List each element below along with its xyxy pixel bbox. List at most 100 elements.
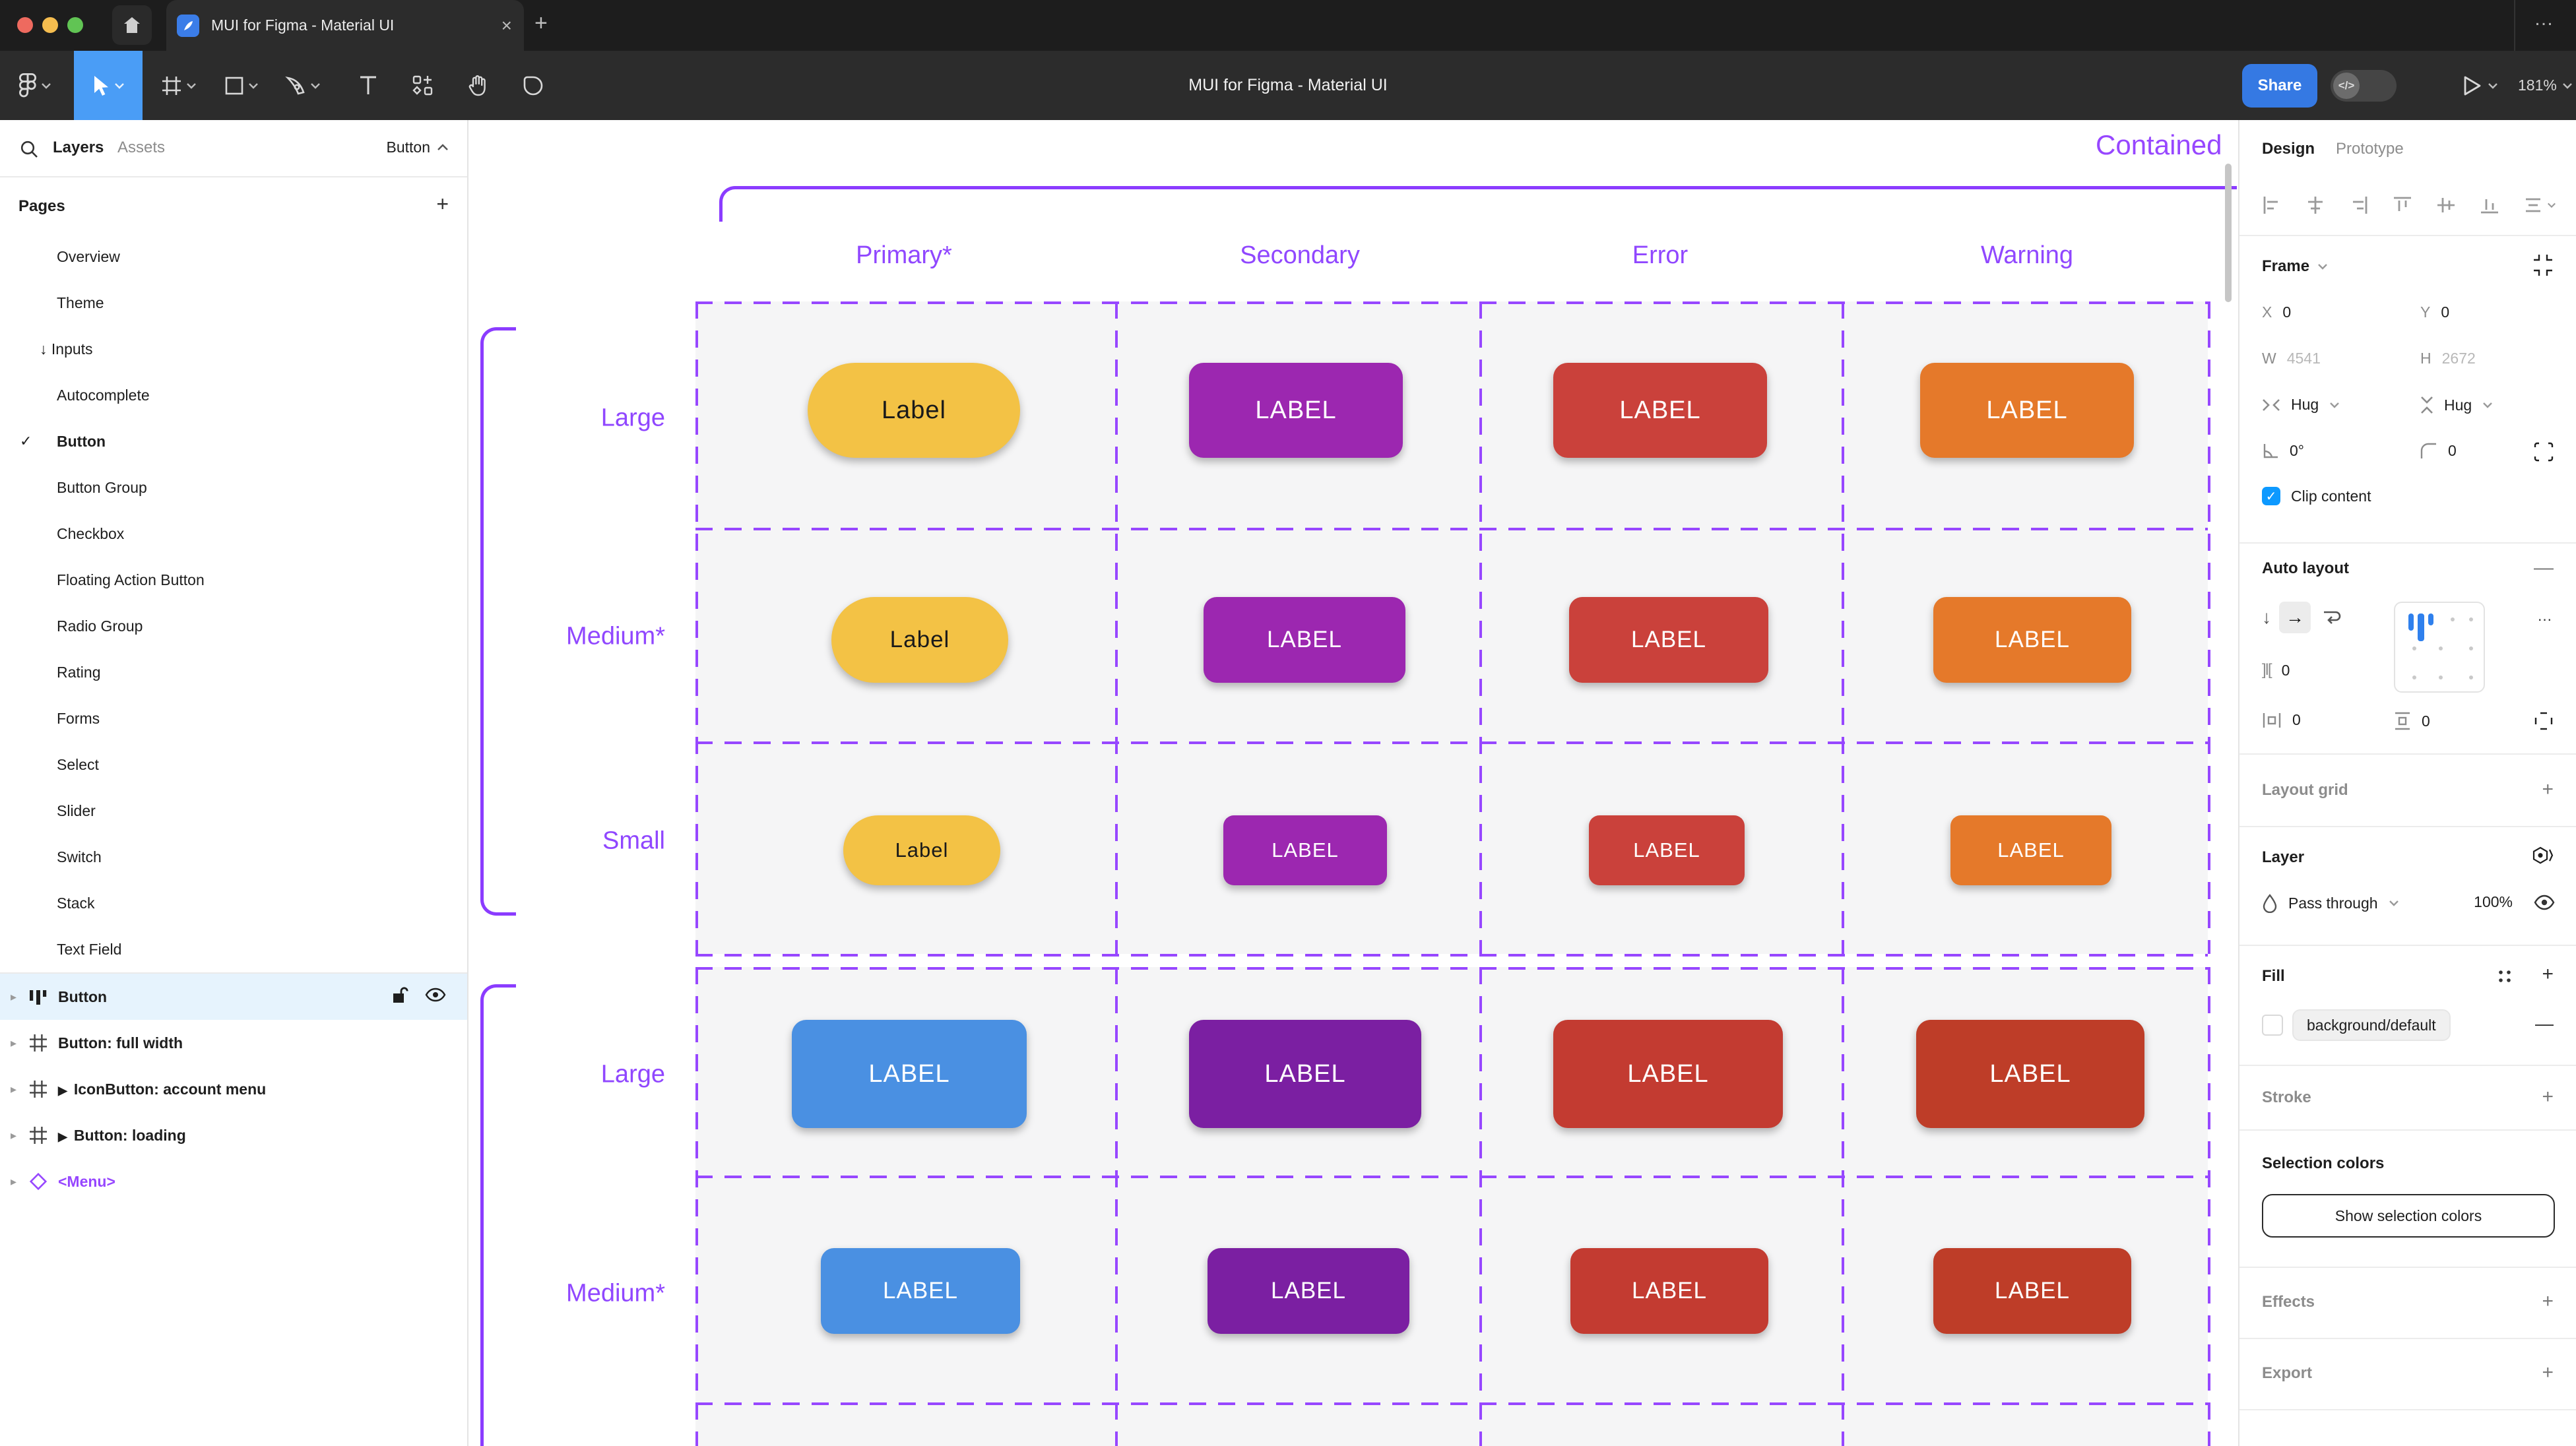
fill-style-chip[interactable]: background/default	[2292, 1009, 2451, 1041]
collapse-frame-icon[interactable]	[2532, 255, 2554, 276]
apply-variable-icon[interactable]	[2531, 846, 2554, 867]
sidebar-page-item[interactable]: Theme	[0, 280, 467, 326]
remove-auto-layout-button[interactable]: —	[2534, 557, 2554, 579]
sidebar-page-item[interactable]: Rating	[0, 649, 467, 695]
frame-w-field[interactable]: W 4541	[2262, 350, 2321, 367]
align-vertical-center-icon[interactable]	[2436, 195, 2456, 215]
remove-fill-button[interactable]: —	[2535, 1013, 2554, 1034]
align-top-icon[interactable]	[2393, 195, 2412, 215]
comment-tool-button[interactable]	[523, 51, 544, 120]
traffic-close-button[interactable]	[17, 17, 33, 33]
add-fill-button[interactable]: +	[2542, 963, 2554, 986]
show-selection-colors-button[interactable]: Show selection colors	[2262, 1194, 2555, 1238]
layer-row[interactable]: ▸<Menu>	[0, 1158, 467, 1205]
document-tab[interactable]: MUI for Figma - Material UI ×	[166, 0, 524, 51]
mui-button-small[interactable]: LABEL	[1950, 815, 2111, 885]
fill-row[interactable]: background/default	[2262, 1009, 2451, 1041]
mui-button-medium[interactable]: LABEL	[1570, 1248, 1768, 1334]
main-menu-button[interactable]	[18, 51, 51, 120]
expand-chevron-icon[interactable]: ▸	[11, 1036, 16, 1050]
mui-button-large[interactable]: LABEL	[1553, 363, 1767, 458]
hug-width-dropdown[interactable]: Hug	[2262, 396, 2340, 414]
hand-tool-button[interactable]	[467, 51, 488, 120]
vertical-padding-field[interactable]: 0	[2394, 711, 2430, 731]
tab-layers[interactable]: Layers	[53, 139, 104, 157]
blend-mode-dropdown[interactable]: Pass through	[2262, 893, 2399, 913]
mui-button-small[interactable]: Label	[843, 815, 1000, 885]
expand-chevron-icon[interactable]: ▸	[11, 1083, 16, 1096]
home-button[interactable]	[112, 5, 152, 45]
visible-icon[interactable]	[425, 988, 446, 1006]
add-export-button[interactable]: +	[2542, 1362, 2554, 1384]
frame-title[interactable]: Contained	[2096, 129, 2222, 161]
sidebar-page-item[interactable]: Button Group	[0, 464, 467, 511]
sidebar-page-item[interactable]: Text Field	[0, 926, 467, 972]
sidebar-page-item[interactable]: Floating Action Button	[0, 557, 467, 603]
sidebar-page-item[interactable]: Radio Group	[0, 603, 467, 649]
layer-row[interactable]: ▸Button	[0, 974, 467, 1020]
sidebar-page-item[interactable]: Forms	[0, 695, 467, 741]
share-button[interactable]: Share	[2242, 64, 2317, 108]
tab-close-icon[interactable]: ×	[501, 15, 512, 36]
sidebar-page-item[interactable]: Overview	[0, 234, 467, 280]
expand-chevron-icon[interactable]: ▸	[11, 1129, 16, 1143]
layer-row[interactable]: ▸Button: full width	[0, 1020, 467, 1066]
add-page-button[interactable]: +	[436, 192, 449, 216]
sidebar-page-item[interactable]: ↓ Inputs	[0, 326, 467, 372]
mui-button-small[interactable]: LABEL	[1223, 815, 1387, 885]
add-stroke-button[interactable]: +	[2542, 1086, 2554, 1108]
text-tool-button[interactable]	[359, 51, 377, 120]
independent-padding-icon[interactable]	[2534, 711, 2554, 731]
sidebar-page-item[interactable]: Checkbox	[0, 511, 467, 557]
frame-h-field[interactable]: H 2672	[2420, 350, 2476, 367]
canvas[interactable]: ContainedPrimary*SecondaryErrorWarningLa…	[468, 120, 2238, 1446]
layer-row[interactable]: ▸▶IconButton: account menu	[0, 1066, 467, 1112]
hug-height-dropdown[interactable]: Hug	[2420, 396, 2493, 414]
mui-button-medium[interactable]: LABEL	[1933, 1248, 2131, 1334]
mui-button-medium[interactable]: Label	[831, 597, 1008, 683]
unlock-icon[interactable]	[391, 986, 409, 1008]
align-left-icon[interactable]	[2262, 195, 2282, 215]
frame-y-field[interactable]: Y 0	[2420, 303, 2449, 321]
independent-corners-icon[interactable]	[2534, 442, 2554, 462]
sidebar-page-item[interactable]: Autocomplete	[0, 372, 467, 418]
traffic-zoom-button[interactable]	[67, 17, 83, 33]
sidebar-page-item[interactable]: Slider	[0, 788, 467, 834]
mui-button-small[interactable]: LABEL	[1589, 815, 1745, 885]
mui-button-medium[interactable]: LABEL	[1204, 597, 1405, 683]
corner-radius-field[interactable]: 0	[2420, 442, 2457, 460]
mui-button-medium[interactable]: LABEL	[821, 1248, 1020, 1334]
horizontal-padding-field[interactable]: 0	[2262, 711, 2301, 729]
add-effect-button[interactable]: +	[2542, 1290, 2554, 1313]
layer-row[interactable]: ▸▶Button: loading	[0, 1112, 467, 1158]
distribute-menu[interactable]	[2523, 195, 2556, 215]
sidebar-page-item[interactable]: Select	[0, 741, 467, 788]
eye-icon[interactable]	[2534, 895, 2555, 910]
mui-button-medium[interactable]: LABEL	[1933, 597, 2131, 683]
align-horizontal-center-icon[interactable]	[2305, 195, 2325, 215]
rotation-field[interactable]: 0°	[2262, 442, 2304, 460]
mui-button-large[interactable]: LABEL	[1189, 1020, 1421, 1128]
wrap-icon[interactable]	[2321, 608, 2342, 627]
present-play-icon[interactable]	[2463, 75, 2482, 96]
alignment-grid[interactable]	[2394, 602, 2485, 693]
mui-button-large[interactable]: LABEL	[1189, 363, 1403, 458]
sidebar-page-item[interactable]: Stack	[0, 880, 467, 926]
search-icon[interactable]	[20, 140, 38, 158]
fill-color-swatch[interactable]	[2262, 1015, 2283, 1036]
mui-button-medium[interactable]: LABEL	[1569, 597, 1768, 683]
frame-x-field[interactable]: X 0	[2262, 303, 2291, 321]
resources-tool-button[interactable]	[412, 51, 434, 120]
dev-mode-toggle[interactable]: </>	[2331, 70, 2397, 102]
clip-content-control[interactable]: ✓ Clip content	[2262, 487, 2371, 505]
tab-assets[interactable]: Assets	[117, 139, 165, 157]
sidebar-page-item[interactable]: Switch	[0, 834, 467, 880]
canvas-scrollbar[interactable]	[2225, 164, 2232, 302]
styles-icon[interactable]	[2497, 968, 2513, 984]
direction-horizontal-icon[interactable]: →	[2279, 602, 2311, 633]
mui-button-large[interactable]: LABEL	[1920, 363, 2134, 458]
tab-design[interactable]: Design	[2262, 140, 2315, 158]
frame-section-header[interactable]: Frame	[2262, 257, 2328, 276]
page-selector[interactable]: Button	[387, 139, 449, 156]
expand-chevron-icon[interactable]: ▸	[11, 990, 16, 1004]
